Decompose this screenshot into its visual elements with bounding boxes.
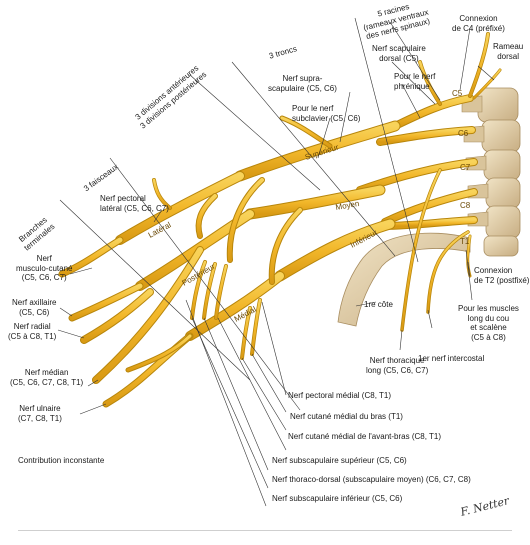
label-rameau-dorsal: Rameau dorsal (493, 42, 523, 61)
label-phrenique: Pour le nerf phrénique (394, 72, 435, 91)
label-subscapulaire-inf: Nerf subscapulaire inférieur (C5, C6) (272, 494, 402, 504)
label-radial: Nerf radial (C5 à C8, T1) (8, 322, 56, 341)
label-suprascapulaire: Nerf supra- scapulaire (C5, C6) (268, 74, 337, 93)
label-thoracique-long: Nerf thoracique long (C5, C6, C7) (366, 356, 428, 375)
label-subclavier: Pour le nerf subclavier (C5, C6) (292, 104, 360, 123)
root-label-c6: C6 (458, 129, 469, 138)
label-cutane-avant-bras: Nerf cutané médial de l'avant-bras (C8, … (288, 432, 441, 442)
label-connexion-t2: Connexion de T2 (postfixé) (474, 266, 529, 285)
label-pectoral-medial: Nerf pectoral médial (C8, T1) (288, 391, 391, 401)
root-label-c5: C5 (452, 89, 463, 98)
label-cutane-bras: Nerf cutané médial du bras (T1) (290, 412, 403, 422)
label-thoraco-dorsal: Nerf thoraco-dorsal (subscapulaire moyen… (272, 475, 471, 485)
label-muscles-cou: Pour les muscles long du cou et scalène … (458, 304, 519, 342)
root-label-c7: C7 (460, 163, 471, 172)
label-connexion-c4: Connexion de C4 (préfixé) (452, 14, 505, 33)
label-axillaire: Nerf axillaire (C5, C6) (12, 298, 56, 317)
label-pectoral-lateral: Nerf pectoral latéral (C5, C6, C7) (100, 194, 169, 213)
label-median: Nerf médian (C5, C6, C7, C8, T1) (10, 368, 83, 387)
label-ulnaire: Nerf ulnaire (C7, C8, T1) (18, 404, 62, 423)
label-contribution: Contribution inconstante (18, 456, 104, 466)
label-subscapulaire-sup: Nerf subscapulaire supérieur (C5, C6) (272, 456, 407, 466)
root-label-c8: C8 (460, 201, 471, 210)
label-premiere-cote: 1re côte (364, 300, 393, 310)
label-scapulaire-dorsal: Nerf scapulaire dorsal (C5) (372, 44, 426, 63)
root-label-t1: T1 (460, 237, 470, 246)
vertebral-column (462, 88, 520, 256)
footer-divider (18, 530, 512, 531)
label-musculo-cutane: Nerf musculo-cutané (C5, C6, C7) (16, 254, 72, 283)
